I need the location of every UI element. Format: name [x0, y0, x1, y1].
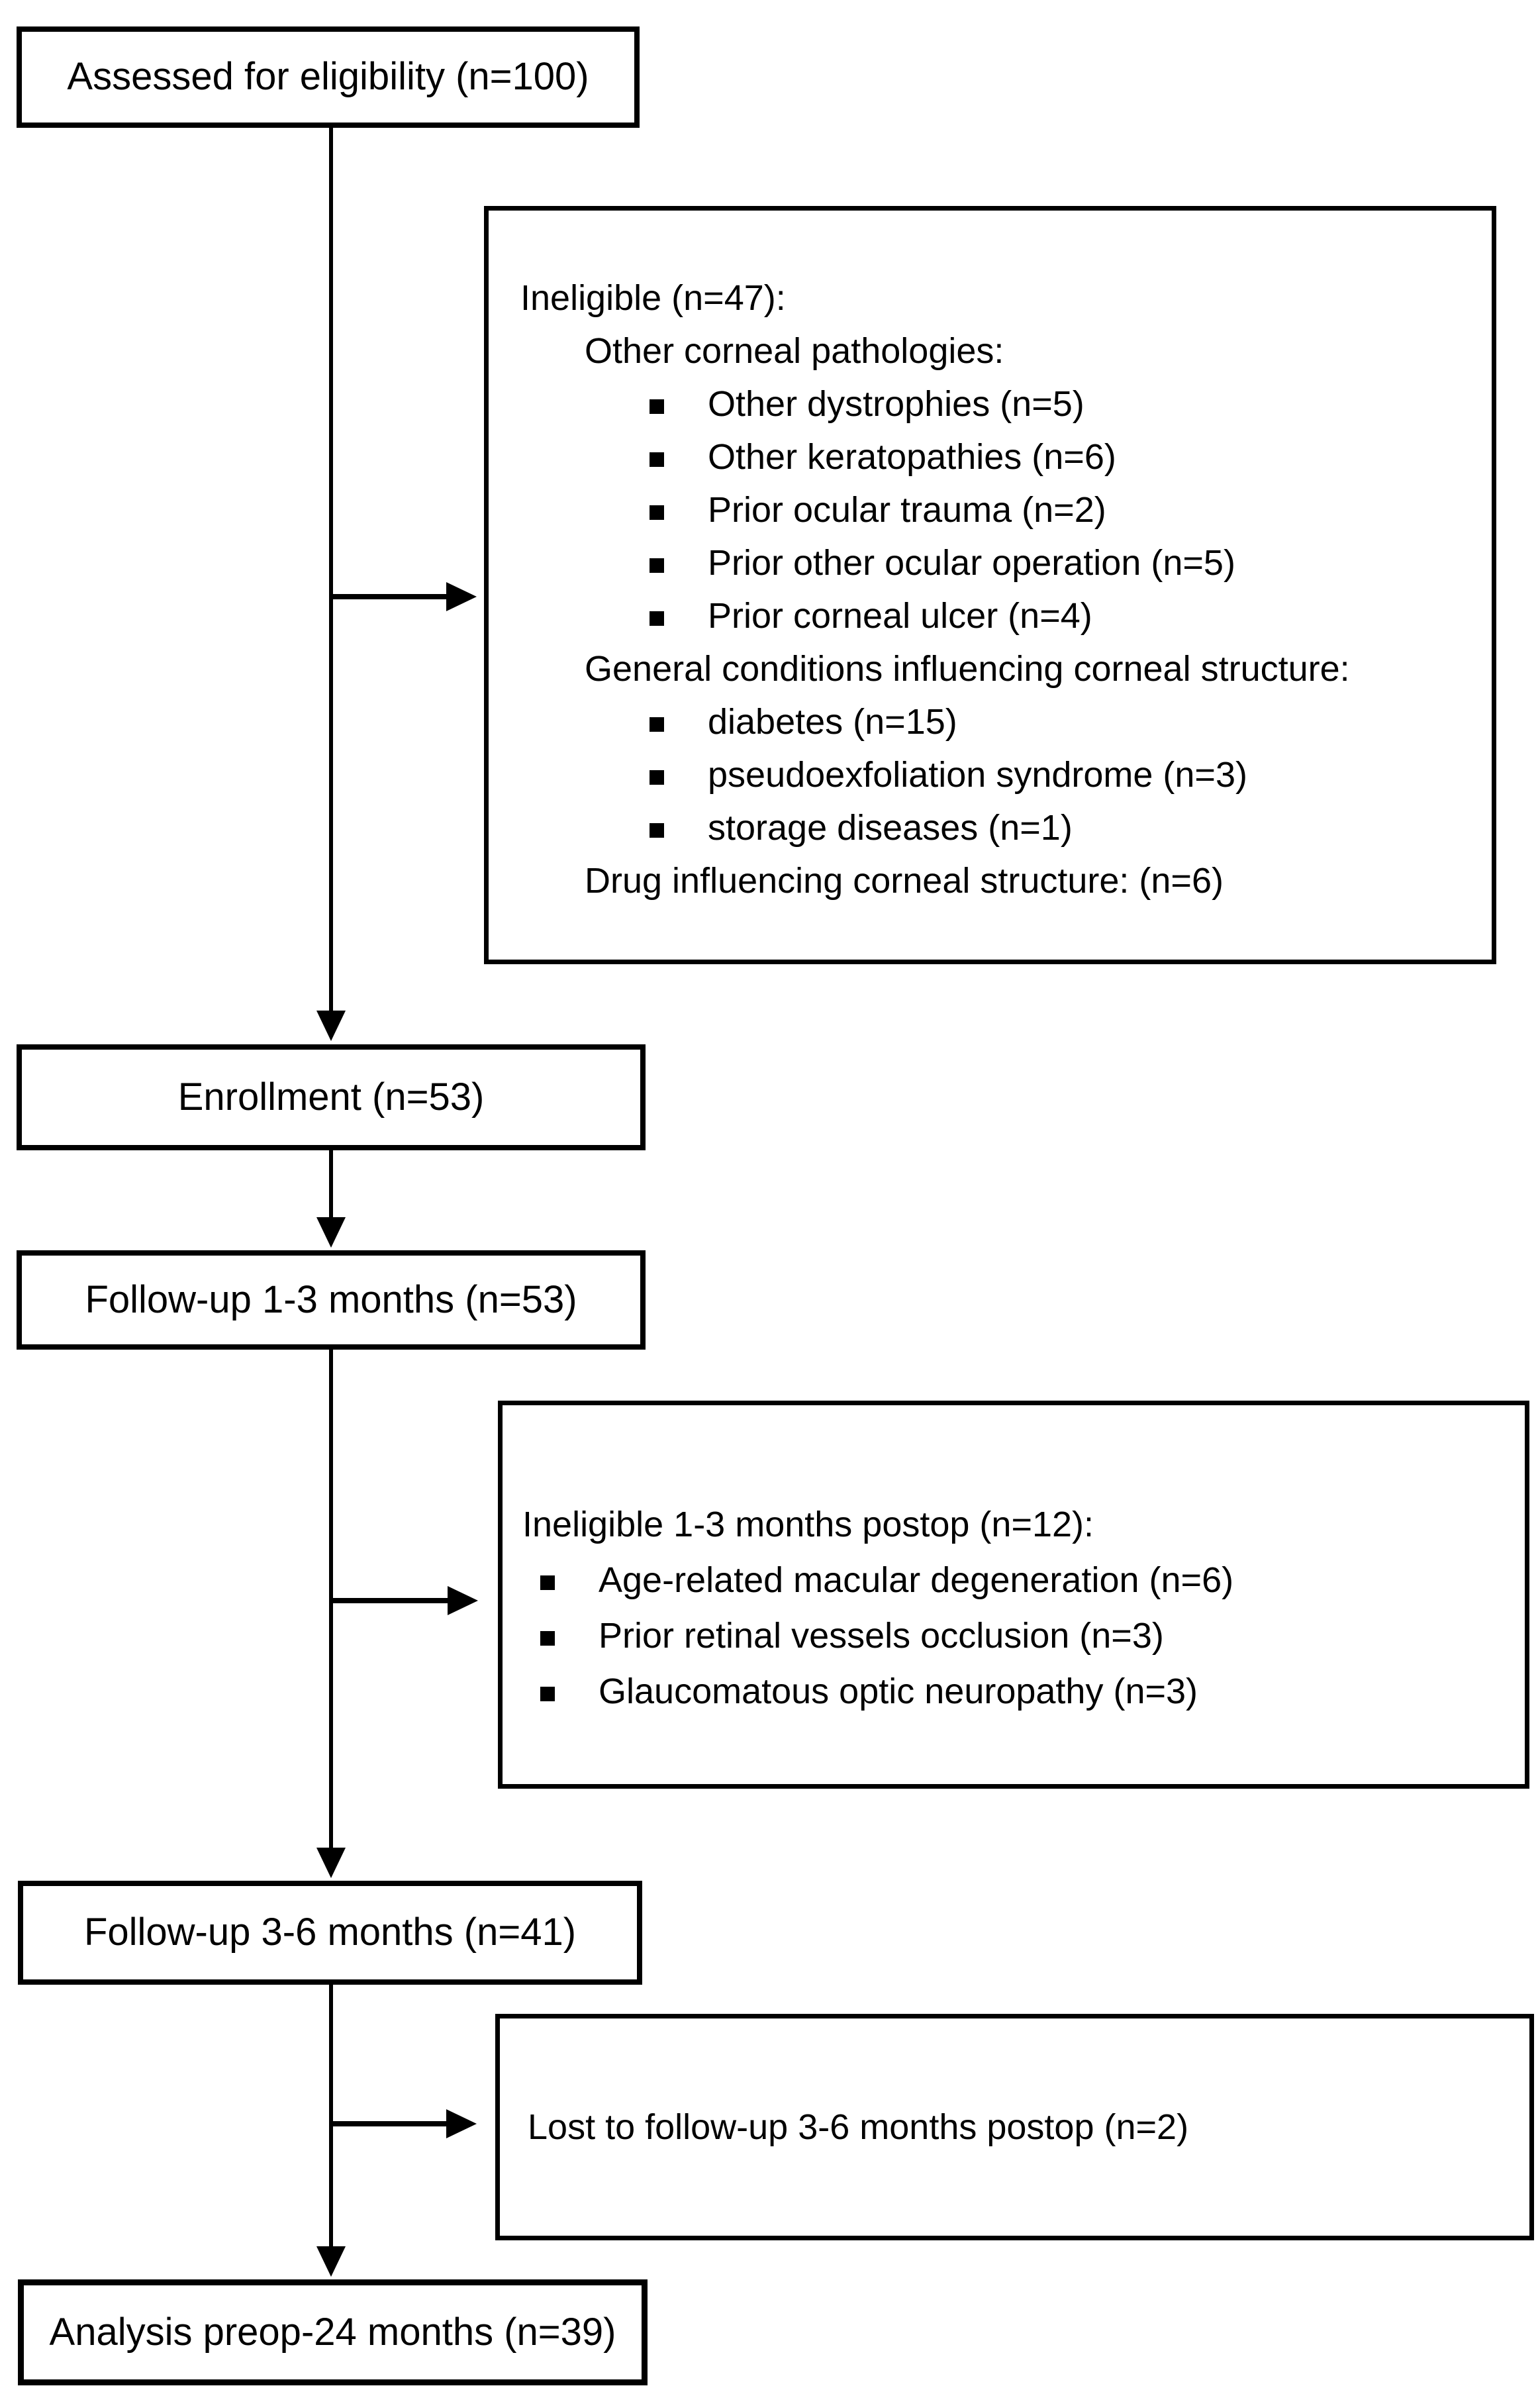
box-followup-1-3: Follow-up 1-3 months (n=53) — [17, 1250, 646, 1350]
list-item: Prior corneal ulcer (n=4) — [520, 589, 1472, 642]
connector-enrollment-to-followup-1-3 — [329, 1149, 333, 1219]
list-item: Glaucomatous optic neuropathy (n=3) — [522, 1664, 1505, 1719]
list-item-label: storage diseases (n=1) — [708, 808, 1073, 848]
box-ineligible-postop: Ineligible 1-3 months postop (n=12): Age… — [498, 1401, 1529, 1789]
list-item: Other keratopathies (n=6) — [520, 430, 1472, 483]
list-item: Prior ocular trauma (n=2) — [520, 483, 1472, 536]
list-item: Prior other ocular operation (n=5) — [520, 536, 1472, 589]
box-lost-followup-label: Lost to follow-up 3-6 months postop (n=2… — [528, 2107, 1189, 2147]
list-item: Age-related macular degeneration (n=6) — [522, 1552, 1505, 1608]
list-item-label: Prior retinal vessels occlusion (n=3) — [599, 1616, 1164, 1656]
arrowhead-down-followup-1-3-icon — [316, 1217, 346, 1248]
list-item: Prior retinal vessels occlusion (n=3) — [522, 1608, 1505, 1664]
box-lost-followup: Lost to follow-up 3-6 months postop (n=2… — [495, 2014, 1534, 2240]
box-analysis-label: Analysis preop-24 months (n=39) — [49, 2310, 616, 2354]
box-enrollment: Enrollment (n=53) — [17, 1044, 646, 1150]
arrowhead-down-analysis-icon — [316, 2246, 346, 2277]
list-item-label: Prior other ocular operation (n=5) — [708, 543, 1235, 583]
bullet-square-icon — [650, 505, 664, 520]
list-item: storage diseases (n=1) — [520, 801, 1472, 854]
bullet-square-icon — [650, 611, 664, 626]
arrowhead-down-enrollment-icon — [316, 1011, 346, 1041]
list-item-label: Prior ocular trauma (n=2) — [708, 490, 1106, 530]
bullet-square-icon — [650, 558, 664, 573]
box-analysis: Analysis preop-24 months (n=39) — [18, 2279, 648, 2385]
arrowhead-right-ineligible-postop-icon — [448, 1586, 478, 1615]
list-item-label: diabetes (n=15) — [708, 702, 957, 742]
list-item-label: pseudoexfoliation syndrome (n=3) — [708, 755, 1247, 795]
bullet-square-icon — [540, 1575, 555, 1590]
ineligible-title: Ineligible (n=47): — [520, 278, 786, 318]
ineligible-group-header: Other corneal pathologies: — [585, 331, 1004, 371]
box-ineligible: Ineligible (n=47): Other corneal patholo… — [484, 206, 1496, 964]
box-followup-3-6-label: Follow-up 3-6 months (n=41) — [83, 1911, 577, 1954]
ineligible-group-header: Drug influencing corneal structure: (n=6… — [585, 861, 1224, 901]
bullet-square-icon — [650, 822, 664, 838]
list-item: diabetes (n=15) — [520, 695, 1472, 748]
box-followup-3-6: Follow-up 3-6 months (n=41) — [18, 1881, 642, 1985]
bullet-square-icon — [540, 1686, 555, 1701]
connector-branch-ineligible — [331, 594, 448, 599]
arrowhead-right-ineligible-icon — [446, 582, 477, 611]
ineligible-postop-title: Ineligible 1-3 months postop (n=12): — [522, 1505, 1094, 1544]
list-item: pseudoexfoliation syndrome (n=3) — [520, 748, 1472, 801]
bullet-square-icon — [650, 770, 664, 785]
connector-branch-ineligible-postop — [331, 1598, 449, 1603]
list-item-label: Glaucomatous optic neuropathy (n=3) — [599, 1671, 1198, 1711]
bullet-square-icon — [650, 452, 664, 467]
bullet-square-icon — [650, 717, 664, 732]
list-item: Other dystrophies (n=5) — [520, 377, 1472, 430]
box-assessed-label: Assessed for eligibility (n=100) — [67, 55, 589, 99]
arrowhead-right-lost-followup-icon — [446, 2109, 477, 2138]
bullet-square-icon — [650, 399, 664, 414]
list-item-label: Other keratopathies (n=6) — [708, 437, 1116, 477]
arrowhead-down-followup-3-6-icon — [316, 1848, 346, 1878]
box-assessed: Assessed for eligibility (n=100) — [17, 26, 640, 128]
connector-branch-lost-followup — [331, 2121, 448, 2126]
list-item-label: Prior corneal ulcer (n=4) — [708, 596, 1092, 636]
box-enrollment-label: Enrollment (n=53) — [177, 1075, 485, 1119]
connector-followup-3-6-to-analysis — [329, 1983, 333, 2248]
ineligible-group-header: General conditions influencing corneal s… — [585, 649, 1350, 689]
box-followup-1-3-label: Follow-up 1-3 months (n=53) — [85, 1277, 577, 1321]
connector-assessed-to-enrollment — [329, 126, 333, 1013]
list-item-label: Age-related macular degeneration (n=6) — [599, 1560, 1234, 1600]
list-item-label: Other dystrophies (n=5) — [708, 384, 1084, 424]
bullet-square-icon — [540, 1630, 555, 1646]
